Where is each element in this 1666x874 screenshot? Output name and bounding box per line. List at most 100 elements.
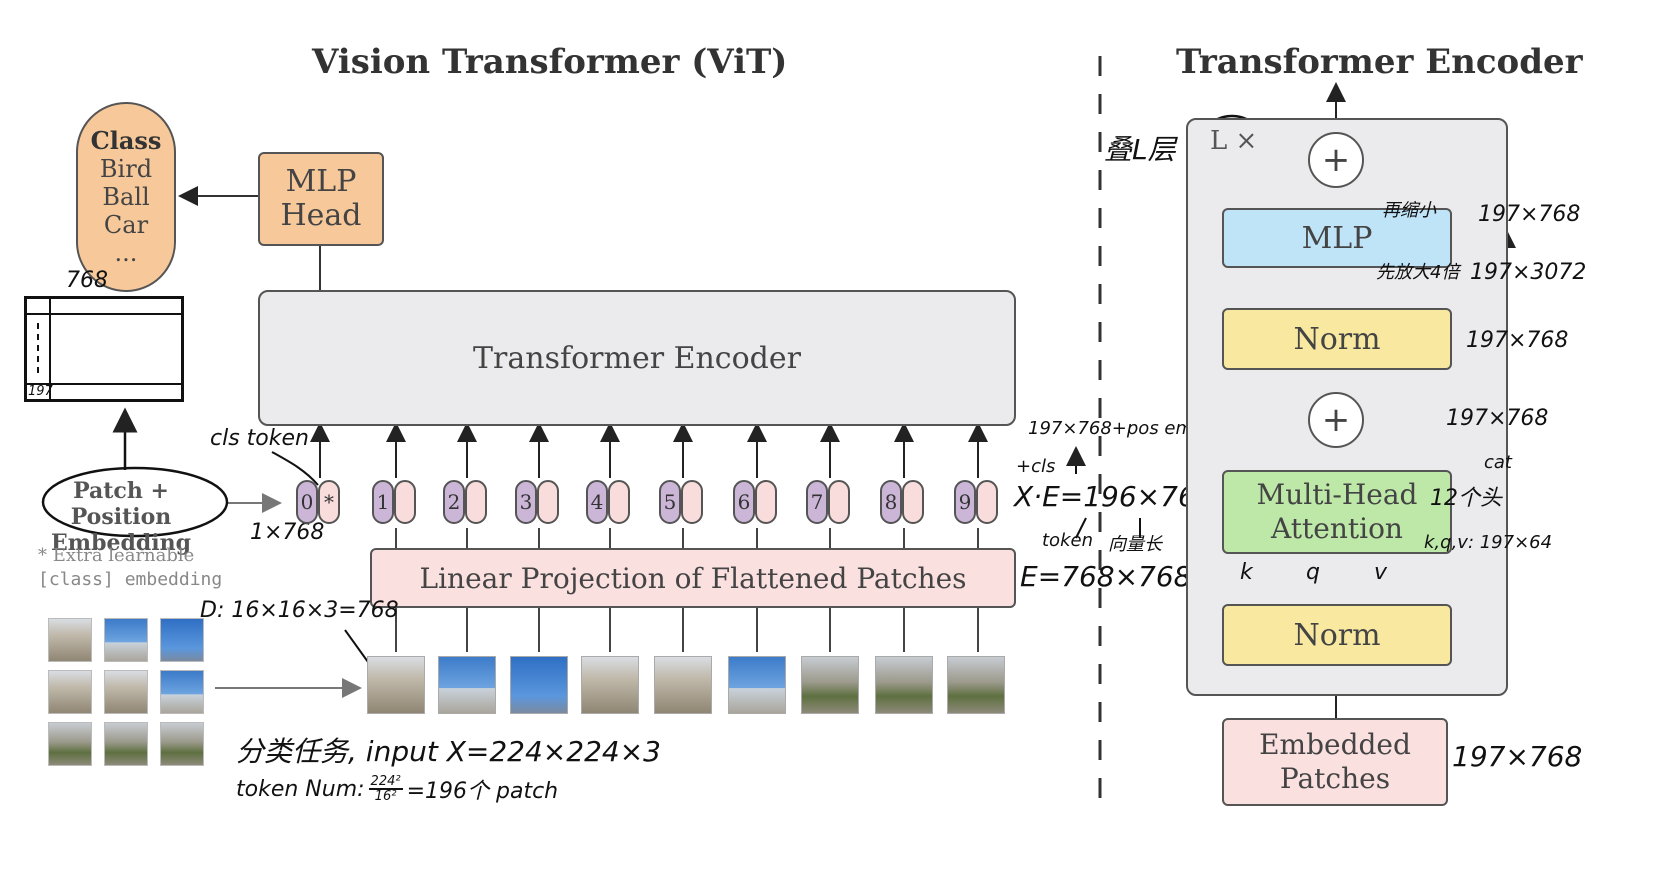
- repeat-label: L ×: [1210, 126, 1258, 156]
- token-arrows: [310, 422, 988, 478]
- patch-image: [801, 656, 859, 714]
- patch-image: [875, 656, 933, 714]
- hand-shrink: 再缩小: [1382, 200, 1436, 221]
- hand-token-num: token Num: 224² 16² =196个 patch: [236, 772, 558, 806]
- hand-task: 分类任务, input X=224×224×3: [236, 735, 661, 768]
- hand-dim-norm: 197×768: [1466, 328, 1569, 353]
- hand-e-shape: E=768×768: [1020, 560, 1192, 593]
- grid-patch: [104, 722, 148, 766]
- projection-lines: [395, 528, 979, 548]
- mlp-head-line: MLP: [285, 164, 357, 199]
- encoder-block-label: Transformer Encoder: [473, 340, 801, 376]
- hand-d-pointer: [344, 629, 369, 663]
- encoder-norm-bottom: Norm: [1222, 604, 1452, 666]
- hand-vector-length: 向量长: [1108, 534, 1162, 555]
- position-token-8: 8: [880, 480, 902, 524]
- grid-patch: [48, 618, 92, 662]
- add-residual-top: +: [1308, 132, 1364, 188]
- hand-pos-emb: 197×768+pos emb: [1028, 418, 1205, 439]
- embedding-label-line1: Patch + Position: [70, 478, 172, 530]
- encoder-norm-top: Norm: [1222, 308, 1452, 370]
- vit-title: Vision Transformer (ViT): [312, 42, 788, 82]
- patch-embedding-token: [537, 480, 559, 524]
- extra-learnable-note: * Extra learnable [class] embedding: [38, 544, 222, 592]
- class-heading: Class: [90, 126, 162, 155]
- position-token-5: 5: [659, 480, 681, 524]
- position-token-3: 3: [515, 480, 537, 524]
- patch-lines: [395, 608, 979, 652]
- hand-token-word: token: [1042, 530, 1093, 551]
- patch-embedding-token: [755, 480, 777, 524]
- position-token-6: 6: [733, 480, 755, 524]
- patch-embedding-token: [465, 480, 487, 524]
- hand-dim-mlp-out: 197×768: [1478, 202, 1581, 227]
- hand-matrix-197: 197: [28, 384, 53, 399]
- mlp-head-line: Head: [280, 198, 362, 233]
- norm-label: Norm: [1293, 617, 1381, 653]
- hand-cls-shape: 1×768: [250, 520, 325, 545]
- hand-circle-embedding: [41, 466, 229, 538]
- embedded-patches-box: Embedded Patches: [1222, 718, 1448, 806]
- position-token-7: 7: [806, 480, 828, 524]
- linear-projection-label: Linear Projection of Flattened Patches: [419, 561, 967, 595]
- hand-cls-curve: [271, 451, 319, 486]
- hand-matrix-768: 768: [66, 268, 108, 293]
- patch-embedding-token: [608, 480, 630, 524]
- grid-patch: [160, 618, 204, 662]
- patch-image: [510, 656, 568, 714]
- hand-cat: cat: [1484, 452, 1512, 473]
- mlp-head-box: MLP Head: [258, 152, 384, 246]
- hand-matrix: [24, 296, 184, 402]
- grid-patch: [104, 618, 148, 662]
- hand-d-formula: D: 16×16×3=768: [200, 598, 399, 623]
- patch-position-embedding-label: Patch + Position Embedding: [28, 478, 214, 556]
- transformer-encoder-block: Transformer Encoder: [258, 290, 1016, 426]
- position-token-1: 1: [372, 480, 394, 524]
- patch-image: [947, 656, 1005, 714]
- patch-embedding-token: [828, 480, 850, 524]
- position-token-4: 4: [586, 480, 608, 524]
- note-line1: * Extra learnable: [38, 545, 195, 566]
- linear-projection-box: Linear Projection of Flattened Patches: [370, 548, 1016, 608]
- fraction-numerator: 224²: [368, 774, 403, 790]
- norm-label: Norm: [1293, 321, 1381, 357]
- grid-patch: [160, 722, 204, 766]
- class-item: ...: [114, 239, 138, 267]
- add-residual-bottom: +: [1308, 392, 1364, 448]
- patch-embedding-token: [902, 480, 924, 524]
- hand-kqv-shape: k,q,v: 197×64: [1424, 532, 1553, 553]
- position-token-0: 0: [296, 480, 318, 524]
- hand-v: v: [1374, 560, 1388, 585]
- plus-symbol: +: [1321, 400, 1351, 440]
- patch-embedding-token: [681, 480, 703, 524]
- hand-heads: 12个头: [1430, 486, 1502, 511]
- multi-head-attention-box: Multi-Head Attention: [1222, 470, 1452, 554]
- grid-patch: [48, 722, 92, 766]
- embedded-line2: Patches: [1279, 762, 1391, 795]
- note-line2: [class] embedding: [38, 569, 223, 590]
- patch-image: [367, 656, 425, 714]
- patch-image: [438, 656, 496, 714]
- encoder-mlp-box: MLP: [1222, 208, 1452, 268]
- hand-stack-layers: 叠L层: [1104, 133, 1176, 166]
- attention-line2: Attention: [1271, 512, 1403, 545]
- patch-embedding-token: [976, 480, 998, 524]
- class-item: Car: [103, 211, 149, 239]
- hand-cls-token: cls token: [210, 426, 309, 451]
- plus-symbol: +: [1321, 140, 1351, 180]
- embedding-label-line2: Embedding: [51, 530, 191, 556]
- patch-image: [654, 656, 712, 714]
- grid-patch: [48, 670, 92, 714]
- hand-dim-mlp-hidden: 197×3072: [1470, 260, 1587, 285]
- position-token-2: 2: [443, 480, 465, 524]
- token-num-fraction: 224² 16²: [368, 774, 403, 803]
- class-item: Bird: [99, 155, 153, 183]
- encoder-title: Transformer Encoder: [1176, 42, 1583, 82]
- hand-plus-cls: +cls: [1016, 456, 1056, 477]
- hand-k: k: [1240, 560, 1253, 585]
- hand-expand: 先放大4倍: [1376, 262, 1460, 283]
- hand-xe: X·E=196×768: [1014, 480, 1214, 513]
- patch-embedding-token: [394, 480, 416, 524]
- attention-line1: Multi-Head: [1256, 478, 1418, 511]
- hand-dim-residual: 197×768: [1446, 406, 1549, 431]
